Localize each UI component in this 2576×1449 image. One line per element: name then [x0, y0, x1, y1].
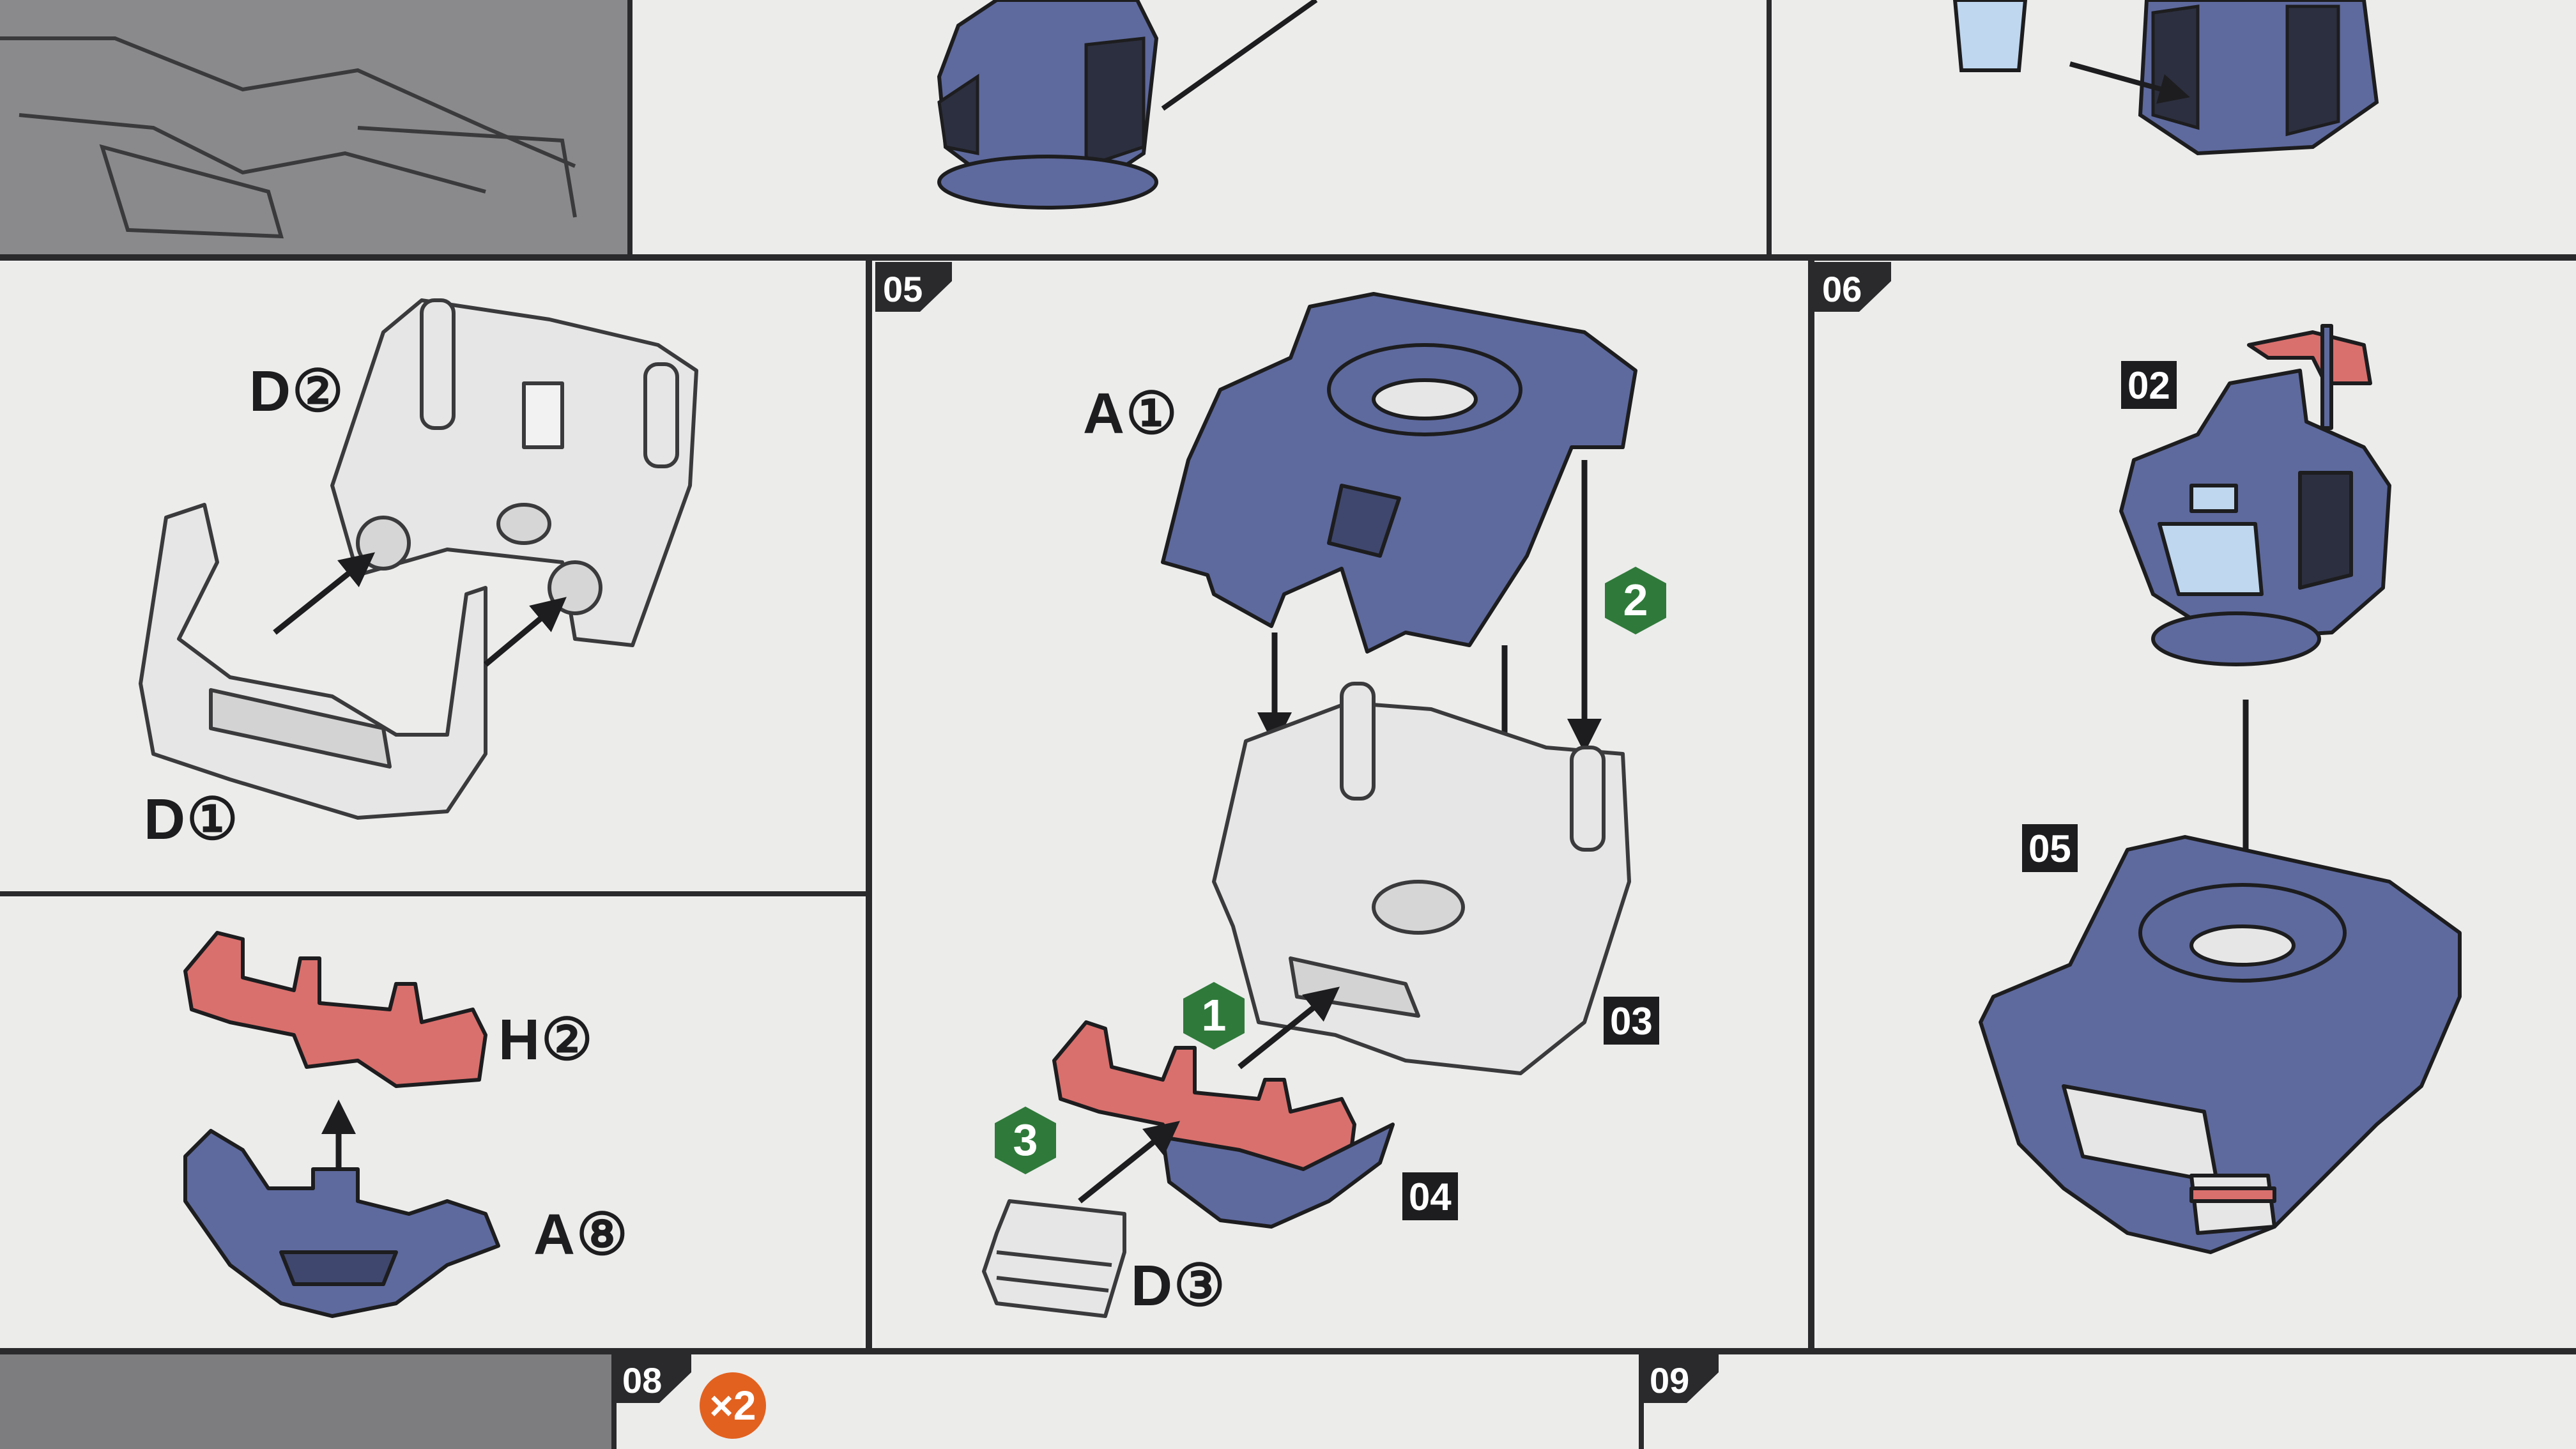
part-d2 — [330, 298, 698, 647]
divider-v-top-1 — [627, 0, 632, 256]
label-h2: H② — [498, 1008, 594, 1072]
panel-step-08 — [617, 1354, 1639, 1449]
part-sensor-top — [1952, 0, 2379, 156]
divider-v-left — [866, 259, 872, 1351]
step-tab-icon — [1642, 1353, 1719, 1403]
divider-v-right — [1808, 259, 1814, 1351]
step-tab-icon — [615, 1353, 691, 1403]
subassembly-box-04: 04 — [1402, 1172, 1458, 1220]
part-d1 — [139, 503, 487, 820]
part-a8 — [183, 1129, 500, 1318]
prev-part-outline — [0, 36, 577, 239]
part-a1 — [1161, 292, 1637, 654]
part-h2 — [183, 931, 487, 1088]
part-05 — [1979, 835, 2462, 1254]
part-02 — [2119, 324, 2391, 666]
label-a8: A⑧ — [533, 1203, 629, 1267]
divider-v-bottom-1 — [611, 1351, 617, 1449]
divider-h-bottom — [0, 1348, 2576, 1354]
panel-step-09 — [1645, 1354, 2576, 1449]
order-marker-3: 3 — [990, 1105, 1061, 1176]
step-tab-05: 05 — [875, 262, 952, 312]
arrow-d1-d2-b — [484, 597, 567, 667]
step-tab-08: 08 — [615, 1353, 691, 1403]
divider-v-bottom-2 — [1639, 1351, 1644, 1449]
part-04-blue — [1161, 1123, 1395, 1229]
order-number: 3 — [1013, 1115, 1038, 1165]
step-number: 09 — [1650, 1360, 1690, 1400]
divider-h-top — [0, 254, 2576, 261]
subassembly-box-03: 03 — [1604, 997, 1659, 1045]
divider-h-mid-left — [0, 891, 869, 896]
hexagon-number-icon — [1605, 567, 1666, 634]
step-number: 05 — [883, 269, 923, 309]
part-03 — [1212, 682, 1631, 1075]
label-a1: A① — [1083, 382, 1179, 446]
part-d3 — [982, 1199, 1126, 1318]
panel-top-middle — [629, 0, 1767, 256]
divider-v-top-2 — [1767, 0, 1772, 256]
subassembly-box-05: 05 — [2022, 824, 2078, 872]
step-tab-09: 09 — [1642, 1353, 1719, 1403]
hexagon-number-icon — [995, 1107, 1056, 1174]
step-number: 06 — [1822, 269, 1862, 309]
arrow-04-03 — [1238, 986, 1340, 1070]
panel-bottom-left — [0, 1354, 613, 1449]
subassembly-box-02: 02 — [2121, 361, 2177, 409]
order-marker-2: 2 — [1600, 565, 1671, 636]
panel-top-left — [0, 0, 629, 256]
multiplier-badge: ×2 — [700, 1372, 766, 1439]
order-number: 2 — [1623, 575, 1648, 625]
label-d2: D② — [249, 360, 345, 424]
step-tab-icon — [875, 262, 952, 312]
order-marker-1: 1 — [1179, 981, 1249, 1051]
step-tab-icon — [1814, 262, 1891, 312]
arrow-d3-04 — [1078, 1121, 1181, 1204]
label-d3: D③ — [1131, 1254, 1227, 1318]
step-tab-06: 06 — [1814, 262, 1891, 312]
label-d1: D① — [144, 788, 240, 852]
order-number: 1 — [1201, 990, 1227, 1040]
part-head-front-top — [937, 0, 1318, 210]
hexagon-number-icon — [1183, 982, 1245, 1050]
arrow-d1-d2-a — [273, 552, 376, 635]
step-number: 08 — [622, 1360, 663, 1400]
